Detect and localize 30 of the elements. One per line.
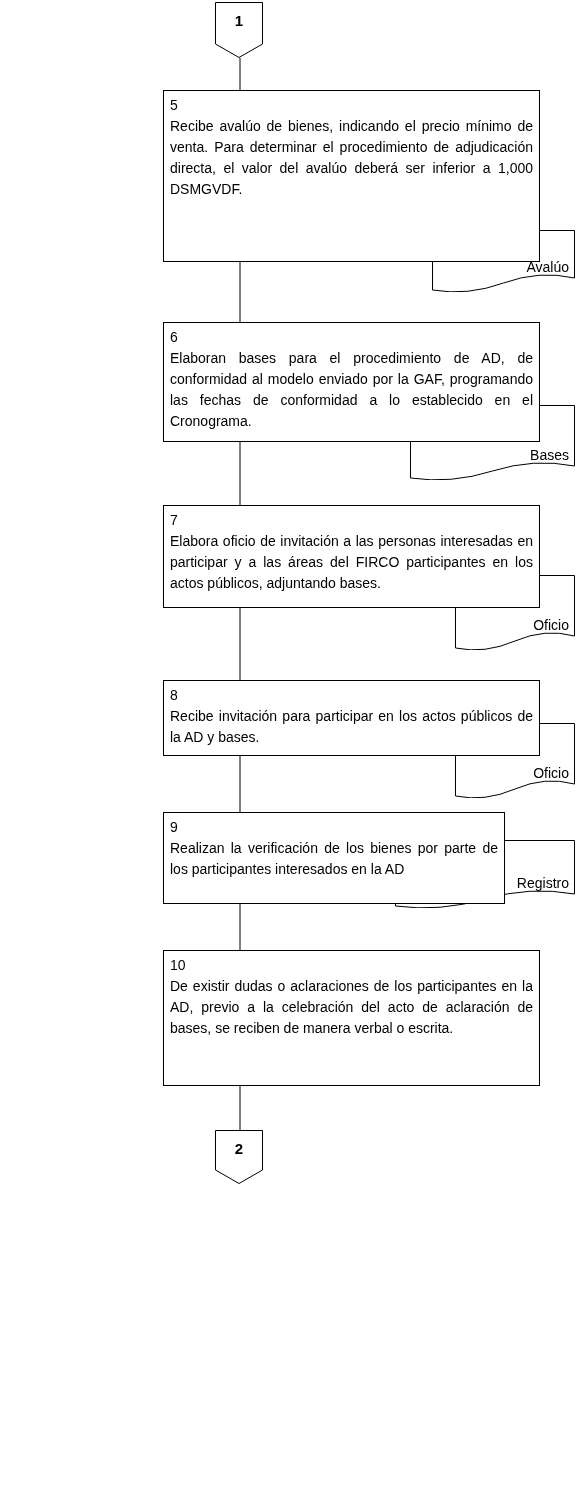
- document-label: Oficio: [533, 765, 569, 782]
- connector-line: [239, 903, 241, 951]
- step-number: 10: [170, 956, 187, 975]
- connector-line: [239, 1085, 241, 1131]
- connector-line: [239, 57, 241, 91]
- connector-number: 1: [234, 12, 244, 30]
- step-description: Elabora oficio de invitación a las personas interesadas en participar y a las áreas del FIRCO participantes en los actos públicos, adjuntando bases.: [170, 532, 533, 593]
- document-label: Bases: [530, 447, 569, 464]
- off-page-connector: [215, 2, 263, 58]
- step-number: 5: [170, 96, 179, 115]
- step-description: Elaboran bases para el procedimiento de AD, de conformidad al modelo enviado por la GAF, programando las fechas de conformidad a lo establecido en el Cronograma.: [170, 349, 533, 431]
- document-shape: [432, 230, 575, 292]
- off-page-connector: [215, 1130, 263, 1184]
- step-number: 6: [170, 328, 179, 347]
- connector-line: [239, 441, 241, 506]
- connector-line: [239, 755, 241, 813]
- step-description: Recibe avalúo de bienes, indicando el precio mínimo de venta. Para determinar el procedimiento de adjudicación directa, el valor del avalúo deberá ser inferior a 1,000 DSMGVDF.: [170, 117, 533, 199]
- process-box: [163, 950, 540, 1086]
- document-label: Oficio: [533, 617, 569, 634]
- document-label: Avalúo: [526, 259, 569, 276]
- connector-number: 2: [234, 1140, 244, 1158]
- step-description: Recibe invitación para participar en los actos públicos de la AD y bases.: [170, 707, 533, 747]
- step-number: 7: [170, 511, 179, 530]
- step-description: Realizan la verificación de los bienes por parte de los participantes interesados en la AD: [170, 839, 498, 879]
- connector-line: [239, 607, 241, 681]
- step-number: 8: [170, 686, 179, 705]
- document-label: Registro: [516, 875, 569, 892]
- step-description: De existir dudas o aclaraciones de los participantes en la AD, previo a la celebración del acto de aclaración de bases, se reciben de manera verbal o escrita.: [170, 977, 533, 1038]
- connector-line: [239, 261, 241, 323]
- step-number: 9: [170, 818, 179, 837]
